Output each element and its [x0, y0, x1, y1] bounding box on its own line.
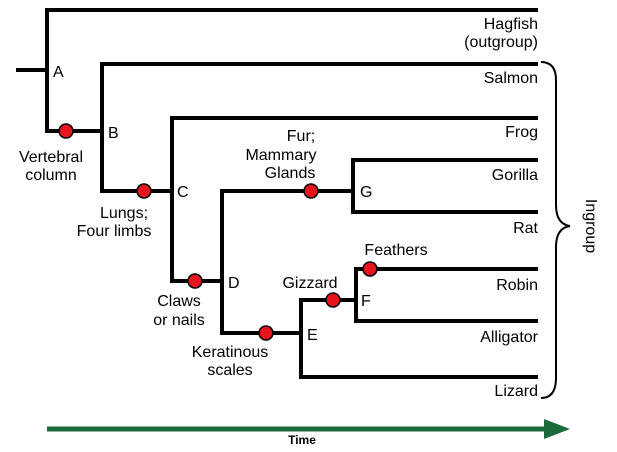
trait-keratinous-line1: Keratinous — [192, 344, 269, 361]
marker-claws-nails — [187, 273, 203, 289]
trait-claws-line2: or nails — [153, 312, 205, 329]
time-arrowhead — [544, 419, 570, 439]
taxon-frog: Frog — [505, 124, 538, 141]
trait-claws-line1: Claws — [157, 293, 201, 310]
taxon-hagfish-note: (outgroup) — [464, 34, 538, 51]
node-b-label: B — [108, 125, 119, 142]
node-f-label: F — [361, 293, 371, 310]
node-a-label: A — [53, 64, 64, 81]
trait-gizzard: Gizzard — [282, 275, 337, 292]
node-g-label: G — [360, 184, 372, 201]
node-labels: A B C D E F G — [53, 64, 372, 344]
trait-fur-line1: Fur; — [287, 128, 315, 145]
trait-vertebral-line2: column — [25, 167, 77, 184]
marker-fur-mammary — [303, 183, 319, 199]
taxon-rat: Rat — [513, 220, 538, 237]
ingroup-label: Ingroup — [582, 199, 599, 253]
marker-feathers — [362, 261, 378, 277]
trait-vertebral-line1: Vertebral — [19, 149, 83, 166]
taxon-robin: Robin — [496, 277, 538, 294]
ingroup-brace — [540, 61, 571, 399]
taxa-labels: Hagfish (outgroup) Salmon Frog Gorilla R… — [464, 16, 538, 400]
node-d-label: D — [228, 275, 240, 292]
marker-lungs-four-limbs — [136, 183, 152, 199]
trait-labels: Vertebral column Lungs; Four limbs Claws… — [19, 128, 428, 379]
trait-markers — [58, 123, 378, 341]
taxon-gorilla: Gorilla — [492, 167, 538, 184]
marker-vertebral-column — [58, 123, 74, 139]
taxon-salmon: Salmon — [484, 70, 538, 87]
taxon-alligator: Alligator — [480, 329, 538, 346]
time-label: Time — [288, 433, 316, 447]
branches — [16, 8, 538, 379]
taxon-hagfish: Hagfish — [484, 16, 538, 33]
taxon-lizard: Lizard — [494, 383, 538, 400]
trait-fur-line2: Mammary — [245, 147, 316, 164]
trait-feathers: Feathers — [364, 242, 427, 259]
node-e-label: E — [307, 327, 318, 344]
trait-lungs-line2: Four limbs — [77, 223, 152, 240]
trait-keratinous-line2: scales — [207, 362, 252, 379]
node-c-label: C — [177, 184, 189, 201]
marker-keratinous-scales — [258, 325, 274, 341]
trait-fur-line3: Glands — [265, 165, 316, 182]
marker-gizzard — [325, 292, 341, 308]
trait-lungs-line1: Lungs; — [100, 205, 148, 222]
